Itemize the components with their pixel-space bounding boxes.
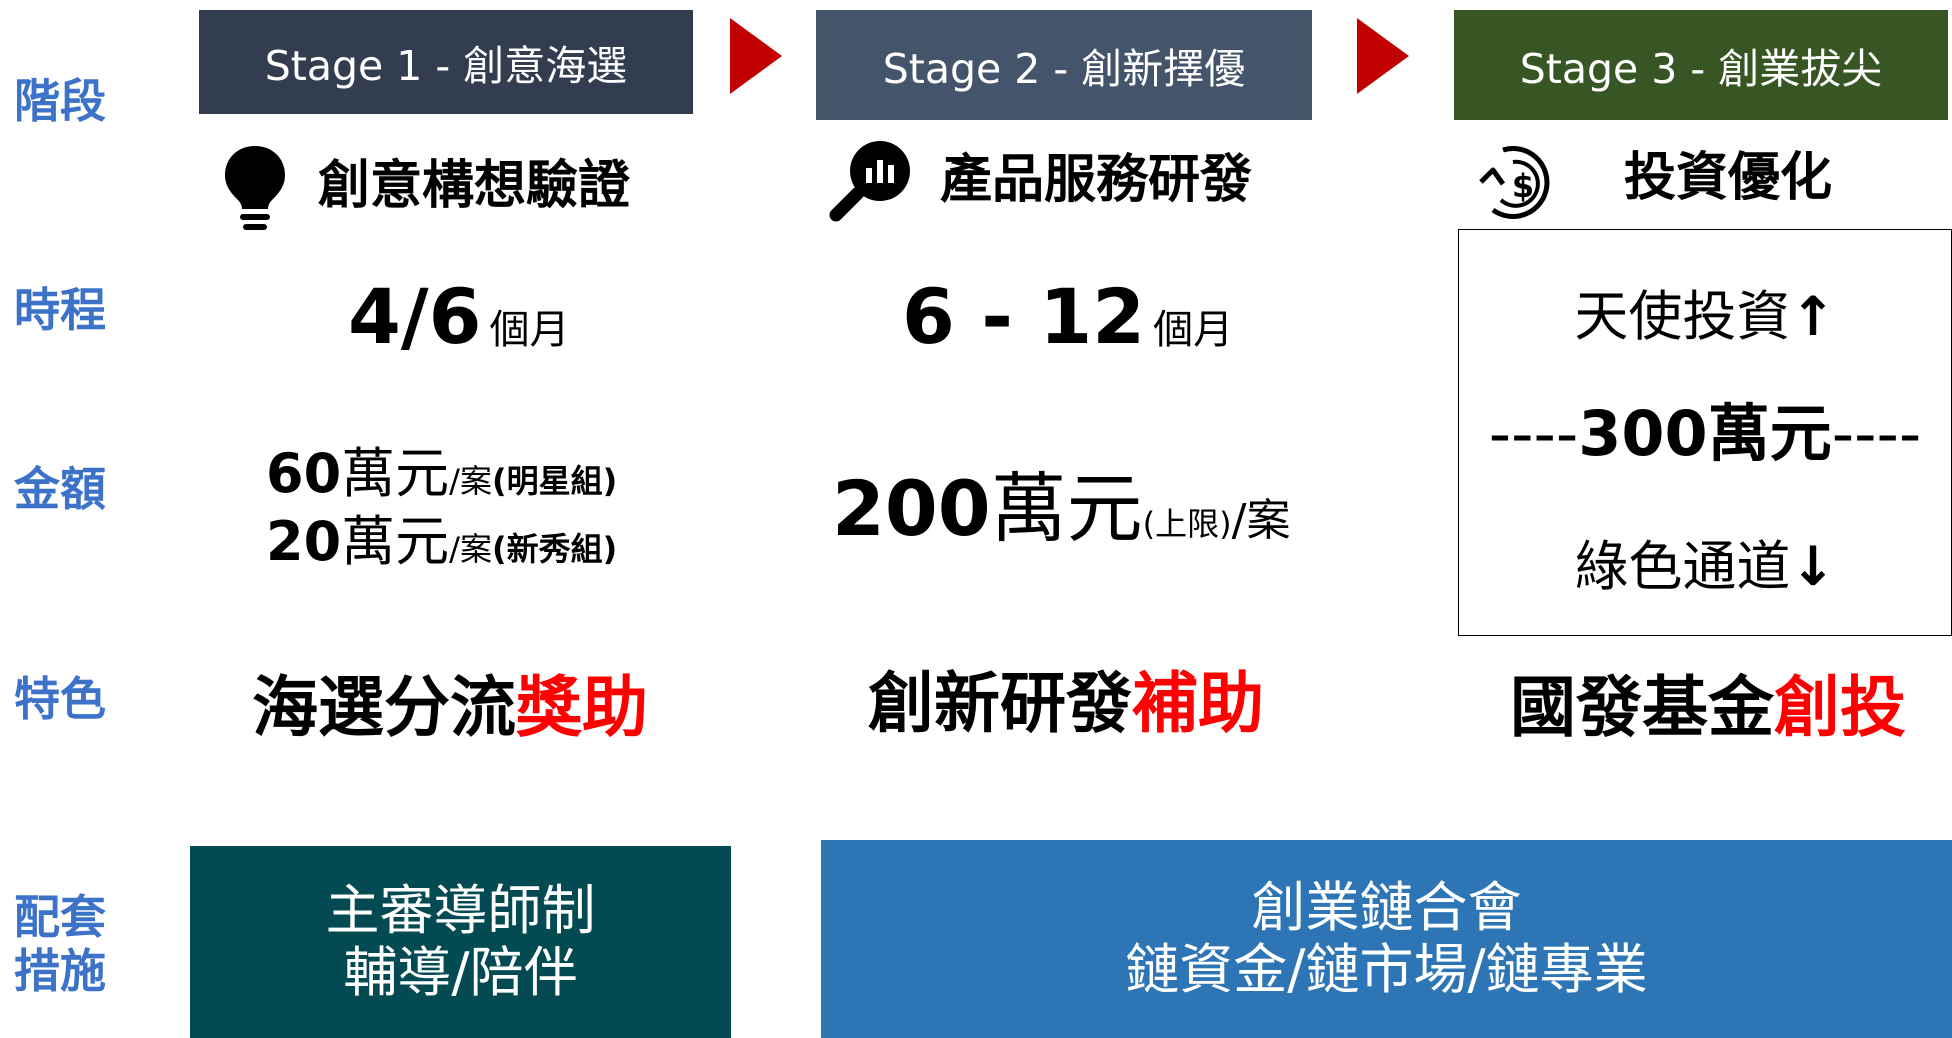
feature-stage-1-red: 獎助	[516, 669, 648, 746]
amount-star-per: /案	[449, 462, 492, 500]
duration-stage-2-value: 6 - 12	[902, 272, 1146, 361]
heading-stage-1: 創意構想驗證	[318, 156, 631, 216]
investment-middle-value: 300萬元	[1578, 397, 1832, 470]
row-label-stage: 階段	[14, 74, 106, 128]
row-label-amount: 金額	[14, 462, 106, 516]
amount-rookie-value: 20	[266, 510, 342, 573]
dollar-cycle-icon: $	[1479, 146, 1550, 219]
feature-stage-3: 國發基金創投	[1510, 668, 1906, 748]
magnifier-chart-icon	[829, 141, 910, 222]
amount-stage-1-rookie: 20萬元/案(新秀組)	[266, 510, 617, 587]
stage-2-header: Stage 2 - 創新擇優	[816, 10, 1312, 120]
investment-middle: ----300萬元----	[1459, 398, 1951, 470]
stage-3-header: Stage 3 - 創業拔尖	[1454, 10, 1948, 120]
duration-stage-2-unit: 個月	[1153, 307, 1234, 353]
svg-text:$: $	[1512, 167, 1534, 205]
feature-stage-3-black: 國發基金	[1510, 669, 1774, 746]
heading-stage-3: 投資優化	[1624, 148, 1833, 208]
down-arrow-icon: ↓	[1790, 535, 1836, 598]
support-mentor-line1: 主審導師制	[325, 879, 596, 942]
amount-stage-2-limit: (上限)	[1142, 505, 1232, 543]
feature-stage-2: 創新研發補助	[868, 664, 1264, 744]
feature-stage-1: 海選分流獎助	[252, 668, 648, 748]
amount-star-group: (明星組)	[491, 462, 618, 500]
stage-2-label: Stage 2 - 創新擇優	[882, 45, 1246, 93]
arrow-1-icon	[730, 18, 782, 94]
row-label-support-line2: 措施	[14, 944, 106, 998]
duration-stage-1-value: 4/6	[348, 272, 482, 361]
amount-stage-2-unit: 萬元	[990, 464, 1143, 553]
investment-bottom: 綠色通道↓	[1459, 535, 1951, 599]
duration-stage-1-unit: 個月	[489, 307, 570, 353]
row-label-support: 配套 措施	[14, 890, 106, 998]
investment-top-label: 天使投資	[1574, 285, 1791, 348]
amount-rookie-group: (新秀組)	[491, 530, 618, 568]
feature-stage-2-red: 補助	[1132, 665, 1264, 742]
heading-stage-2: 產品服務研發	[940, 150, 1253, 210]
investment-box: 天使投資↑ ----300萬元---- 綠色通道↓	[1458, 229, 1952, 636]
lightbulb-icon	[225, 146, 285, 230]
investment-middle-dashes-right: ----	[1831, 397, 1922, 470]
support-box-chain: 創業鏈合會 鏈資金/鏈市場/鏈專業	[821, 840, 1952, 1038]
amount-rookie-unit: 萬元	[341, 510, 450, 573]
amount-star-unit: 萬元	[341, 442, 450, 505]
investment-middle-dashes-left: ----	[1488, 397, 1579, 470]
feature-stage-2-black: 創新研發	[868, 665, 1132, 742]
stage-3-label: Stage 3 - 創業拔尖	[1519, 45, 1883, 93]
stage-1-header: Stage 1 - 創意海選	[199, 10, 693, 114]
support-chain-line1: 創業鏈合會	[1251, 876, 1522, 939]
up-arrow-icon: ↑	[1790, 285, 1836, 348]
amount-rookie-per: /案	[449, 530, 492, 568]
row-label-feature: 特色	[14, 672, 106, 726]
support-chain-line2: 鏈資金/鏈市場/鏈專業	[1125, 938, 1648, 1001]
amount-stage-2: 200萬元(上限)/案	[832, 466, 1290, 573]
row-label-duration: 時程	[14, 283, 106, 337]
support-box-mentor: 主審導師制 輔導/陪伴	[190, 846, 731, 1038]
feature-stage-3-red: 創投	[1774, 669, 1906, 746]
row-label-support-line1: 配套	[14, 890, 106, 944]
amount-stage-2-value: 200	[832, 464, 991, 553]
amount-stage-1-star: 60萬元/案(明星組)	[266, 442, 617, 519]
stage-1-label: Stage 1 - 創意海選	[264, 42, 628, 90]
investment-top: 天使投資↑	[1459, 285, 1951, 349]
amount-stage-2-per: /案	[1231, 495, 1291, 546]
investment-bottom-label: 綠色通道	[1574, 535, 1791, 598]
feature-stage-1-black: 海選分流	[252, 669, 516, 746]
arrow-2-icon	[1357, 18, 1409, 94]
support-mentor-line2: 輔導/陪伴	[343, 941, 578, 1004]
amount-star-value: 60	[266, 442, 342, 505]
